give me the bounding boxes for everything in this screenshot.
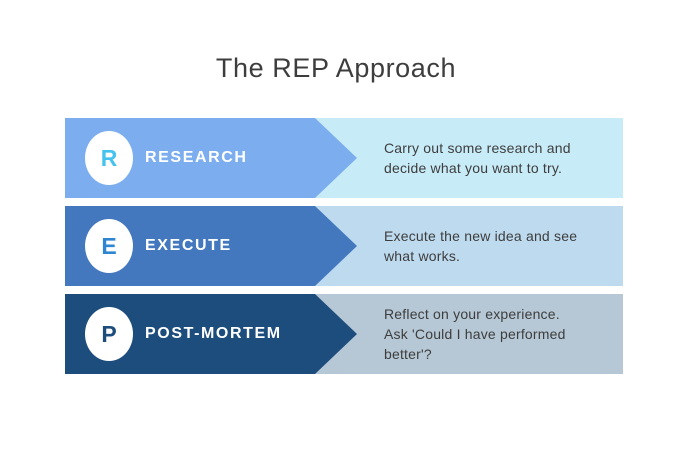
step-row-post-mortem: P POST-MORTEM Reflect on your experience…: [65, 294, 623, 374]
research-letter: R: [100, 144, 118, 171]
rep-process-diagram: R RESEARCH Carry out some research and d…: [65, 118, 623, 382]
post-mortem-label: POST-MORTEM: [145, 325, 282, 342]
research-label: RESEARCH: [145, 149, 248, 166]
post-mortem-letter-badge: P: [85, 307, 133, 361]
research-description: Carry out some research and decide what …: [384, 140, 571, 176]
research-description-panel: [315, 118, 623, 198]
step-row-research: R RESEARCH Carry out some research and d…: [65, 118, 623, 198]
post-mortem-letter: P: [101, 320, 117, 347]
post-mortem-description-panel: [315, 294, 623, 374]
execute-letter-badge: E: [85, 219, 133, 273]
page-title: The REP Approach: [215, 53, 457, 83]
execute-description-panel: [315, 206, 623, 286]
step-row-execute: E EXECUTE Execute the new idea and see w…: [65, 206, 623, 286]
research-letter-badge: R: [85, 131, 133, 185]
post-mortem-description: Reflect on your experience. Ask 'Could I…: [384, 306, 566, 362]
execute-description: Execute the new idea and see what works.: [384, 228, 578, 264]
execute-letter: E: [101, 232, 117, 259]
execute-label: EXECUTE: [145, 237, 232, 254]
